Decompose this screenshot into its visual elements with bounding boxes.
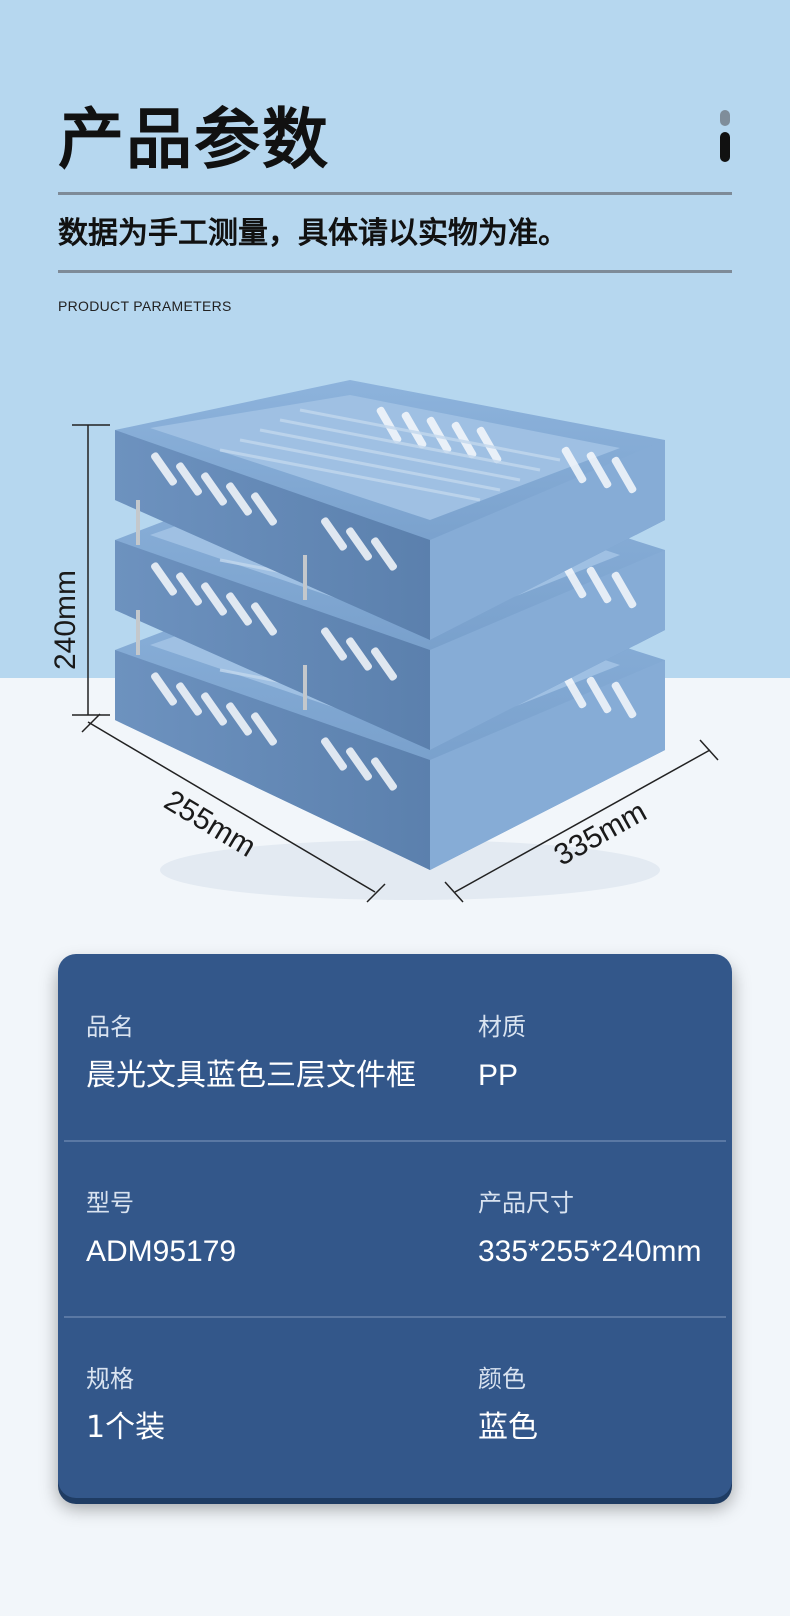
spec-value: 蓝色 bbox=[478, 1410, 538, 1445]
spec-value: 晨光文具蓝色三层文件框 bbox=[86, 1058, 416, 1093]
spec-name: 品名 晨光文具蓝色三层文件框 bbox=[86, 1012, 416, 1096]
row-divider bbox=[64, 1140, 726, 1142]
tray-top bbox=[115, 380, 665, 640]
dimension-depth-label: 255mm bbox=[159, 784, 262, 864]
spec-label: 型号 bbox=[86, 1189, 134, 1217]
divider-top bbox=[58, 192, 732, 195]
spec-row: 品名 晨光文具蓝色三层文件框 材质 PP bbox=[58, 954, 732, 1130]
spec-label: 规格 bbox=[86, 1365, 134, 1393]
spec-size: 产品尺寸 335*255*240mm bbox=[478, 1188, 702, 1272]
spec-material: 材质 PP bbox=[478, 1012, 526, 1096]
page-title: 产品参数 bbox=[58, 101, 330, 178]
spec-model: 型号 ADM95179 bbox=[86, 1188, 236, 1272]
spec-label: 产品尺寸 bbox=[478, 1189, 574, 1217]
spec-row: 规格 1个装 颜色 蓝色 bbox=[58, 1306, 732, 1482]
disclaimer-text: 数据为手工测量，具体请以实物为准。 bbox=[58, 216, 568, 251]
spec-package: 规格 1个装 bbox=[86, 1364, 165, 1448]
row-divider bbox=[64, 1316, 726, 1318]
spec-value: 1个装 bbox=[86, 1410, 166, 1445]
dimension-height-label: 240mm bbox=[49, 570, 82, 670]
spec-card: 品名 晨光文具蓝色三层文件框 材质 PP 型号 ADM95179 产品尺寸 33… bbox=[58, 954, 732, 1498]
dimension-lines bbox=[72, 424, 719, 903]
spec-value: PP bbox=[478, 1059, 519, 1092]
divider-bottom bbox=[58, 270, 732, 273]
spec-label: 材质 bbox=[478, 1013, 526, 1041]
product-illustration: 240mm 255mm 335mm bbox=[49, 380, 719, 903]
title-decoration-icon bbox=[720, 110, 730, 162]
spec-value: 335*255*240mm bbox=[478, 1235, 702, 1268]
spec-label: 品名 bbox=[86, 1013, 134, 1041]
section-label: PRODUCT PARAMETERS bbox=[58, 298, 232, 314]
spec-color: 颜色 蓝色 bbox=[478, 1364, 538, 1448]
spec-row: 型号 ADM95179 产品尺寸 335*255*240mm bbox=[58, 1130, 732, 1306]
spec-label: 颜色 bbox=[478, 1365, 526, 1393]
spec-value: ADM95179 bbox=[86, 1235, 237, 1268]
